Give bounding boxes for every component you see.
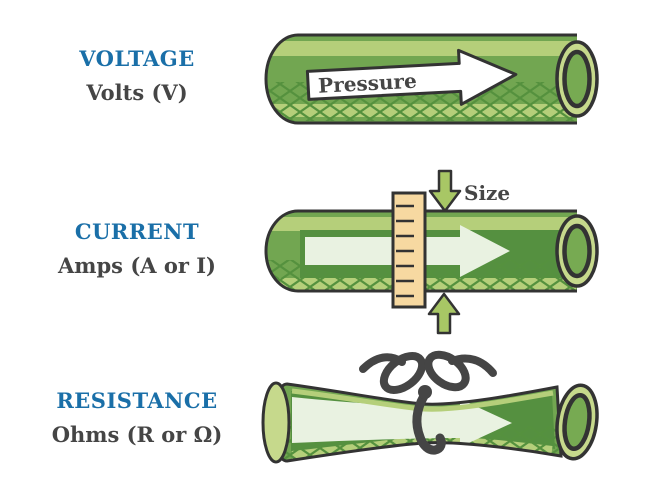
voltage-heading: VOLTAGE <box>79 46 195 71</box>
knot-strap <box>412 391 446 455</box>
resistance-heading: RESISTANCE <box>56 388 218 413</box>
current-hose-opening-center <box>562 223 592 279</box>
size-up-arrow-icon <box>427 292 461 335</box>
pressure-arrow: Pressure <box>305 48 518 106</box>
knot-left-tail <box>359 353 406 373</box>
current-hose-illustration: Size <box>264 169 599 335</box>
resistance-hose-opening-center <box>562 392 592 452</box>
pressure-label: Pressure <box>318 69 418 98</box>
resistance-label-group: RESISTANCE Ohms (R or Ω) <box>27 388 247 449</box>
pressure-arrow-shape <box>305 48 518 106</box>
resistance-hose-top-highlight <box>291 388 554 412</box>
current-heading: CURRENT <box>74 219 200 244</box>
resistance-hose-opening <box>555 383 599 461</box>
knot-center <box>418 385 432 399</box>
resistance-hose-left-end <box>261 381 291 464</box>
resistance-hose-illustration <box>261 350 599 464</box>
voltage-hose-outline <box>264 33 577 125</box>
voltage-hose-illustration: Pressure <box>264 33 599 125</box>
size-down-arrow-icon <box>428 169 462 213</box>
resistance-subtitle: Ohms (R or Ω) <box>51 422 223 447</box>
voltage-label-group: VOLTAGE Volts (V) <box>27 46 247 107</box>
current-label-group: CURRENT Amps (A or I) <box>27 219 247 280</box>
size-label: Size <box>464 181 510 205</box>
voltage-subtitle: Volts (V) <box>86 80 188 105</box>
diameter-ruler <box>391 191 427 309</box>
knot <box>359 350 497 455</box>
current-subtitle: Amps (A or I) <box>57 253 216 278</box>
ruler-ticks <box>396 204 414 298</box>
current-hose-outline <box>264 209 577 293</box>
knot-left-loop <box>379 352 427 394</box>
voltage-hose-opening-center <box>562 49 592 109</box>
voltage-hose-top-highlight <box>266 41 576 56</box>
knot-right-tail <box>448 354 497 377</box>
